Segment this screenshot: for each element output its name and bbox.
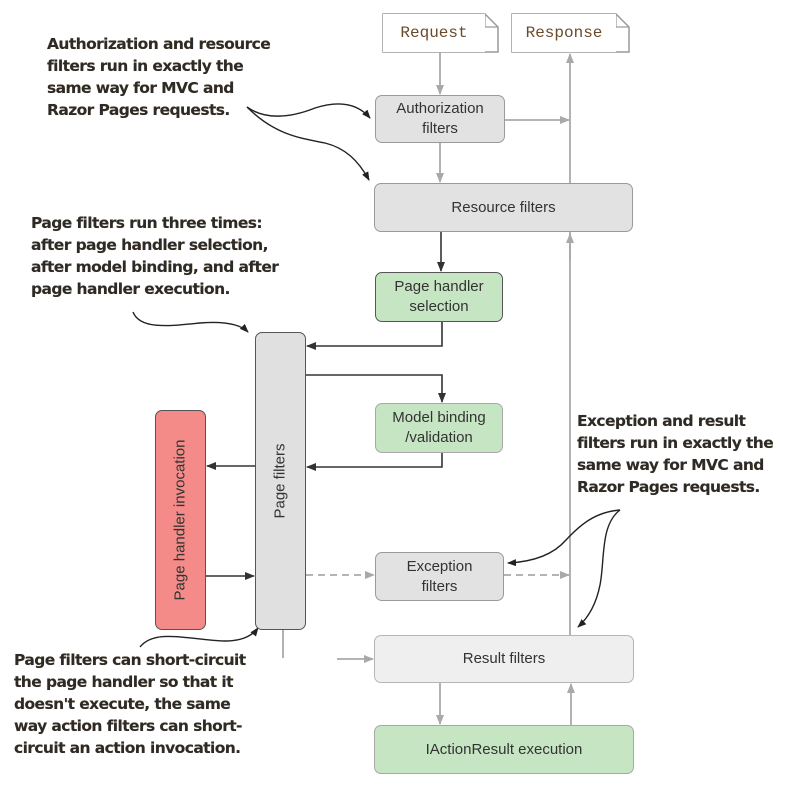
resource-filters-box: Resource filters [374, 183, 633, 232]
page-filters-box: Page filters [255, 332, 306, 630]
iactionresult-execution-label: IActionResult execution [425, 740, 583, 758]
result-filters-box: Result filters [374, 635, 634, 683]
model-binding-label: Model binding /validation [392, 409, 486, 446]
authorization-filters-label: Authorization filters [396, 100, 484, 137]
page-handler-selection-label: Page handler selection [394, 278, 484, 315]
pointer-to-pagefilters-top [132, 311, 249, 333]
page-handler-selection-box: Page handler selection [375, 272, 503, 322]
response-document: Response [512, 14, 616, 52]
pointer-to-authorization [246, 103, 371, 119]
arrow-pagefilters-to-modelbinding [306, 374, 446, 403]
authorization-filters-box: Authorization filters [375, 95, 505, 143]
annotation-page-filters-three-times: Page filters run three times: after page… [31, 214, 279, 298]
result-filters-label: Result filters [462, 650, 546, 667]
pointer-to-pagefilters-bottom [139, 627, 259, 648]
model-binding-box: Model binding /validation [375, 403, 503, 453]
request-document: Request [383, 14, 485, 52]
request-label: Request [400, 24, 468, 42]
page-handler-invocation-box: Page handler invocation [155, 410, 206, 630]
annotation-auth-resource: Authorization and resource filters run i… [47, 35, 271, 119]
page-handler-invocation-label: Page handler invocation [171, 439, 189, 601]
response-label: Response [525, 24, 603, 42]
arrow-modelbinding-to-pagefilters [306, 453, 443, 471]
iactionresult-execution-box: IActionResult execution [374, 725, 634, 774]
exception-filters-label: Exception filters [406, 557, 473, 595]
pointer-to-resource [246, 106, 370, 181]
annotation-short-circuit: Page filters can short-circuit the page … [14, 651, 246, 757]
pointer-to-exception [507, 509, 621, 567]
page-filters-label: Page filters [271, 443, 289, 519]
exception-filters-box: Exception filters [375, 552, 504, 601]
annotation-exception-result: Exception and result filters run in exac… [577, 412, 774, 496]
resource-filters-label: Resource filters [451, 198, 556, 216]
pointer-to-result [577, 509, 621, 628]
arrow-selection-to-pagefilters [306, 322, 443, 350]
